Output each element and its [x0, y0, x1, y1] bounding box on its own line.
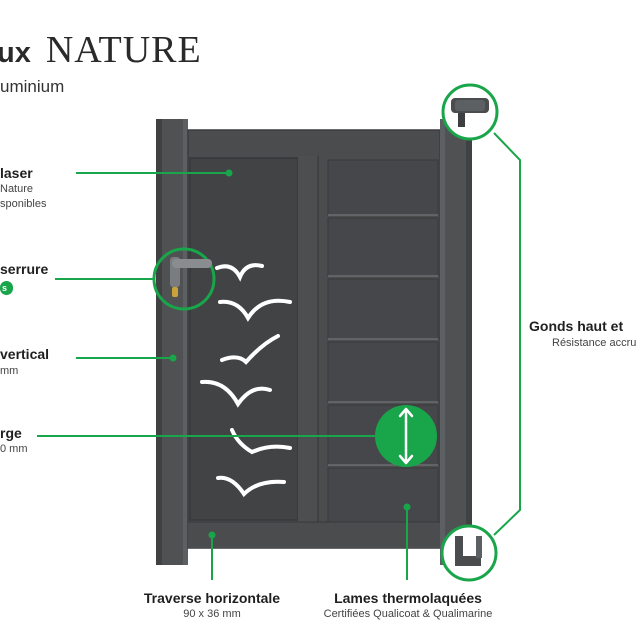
callout-vertical-label: vertical — [0, 346, 50, 362]
double-arrow-icon — [398, 407, 414, 465]
page-title: ux NATURE — [0, 28, 202, 72]
callout-serrure-badge: s — [0, 281, 14, 295]
hinge-icon — [455, 536, 482, 566]
door-handle-icon — [170, 257, 212, 287]
callout-laser-line1: Nature — [0, 183, 34, 195]
callout-gonds-label: Gonds haut et — [529, 318, 624, 334]
page-subtitle: uminium — [0, 77, 65, 96]
callout-large-label: rge — [0, 425, 22, 441]
title-part-1: ux — [0, 37, 31, 69]
lock-cylinder-icon — [172, 287, 178, 297]
hinge-bottom-highlight — [440, 524, 498, 582]
callout-serrure-label: serrure — [0, 261, 49, 277]
callout-vertical-line1: mm — [0, 365, 19, 377]
callout-gonds-line1: Résistance accru — [552, 337, 637, 349]
callout-traverse-line1: 90 x 36 mm — [183, 608, 241, 620]
title-part-2: NATURE — [45, 29, 202, 71]
door-panel — [189, 157, 299, 521]
hinge-icon — [451, 98, 489, 127]
bird-motif-icon — [200, 263, 292, 498]
callout-large-line1: 0 mm — [0, 443, 28, 455]
callout-laser-label: laser — [0, 165, 33, 181]
callout-traverse-label: Traverse horizontale — [143, 590, 281, 606]
callout-lames-label: Lames thermolaquées — [334, 590, 482, 606]
slats — [327, 159, 439, 523]
callout-laser-line2: sponibles — [0, 198, 47, 210]
callout-lames-line1: Certifiées Qualicoat & Qualimarine — [323, 608, 493, 620]
